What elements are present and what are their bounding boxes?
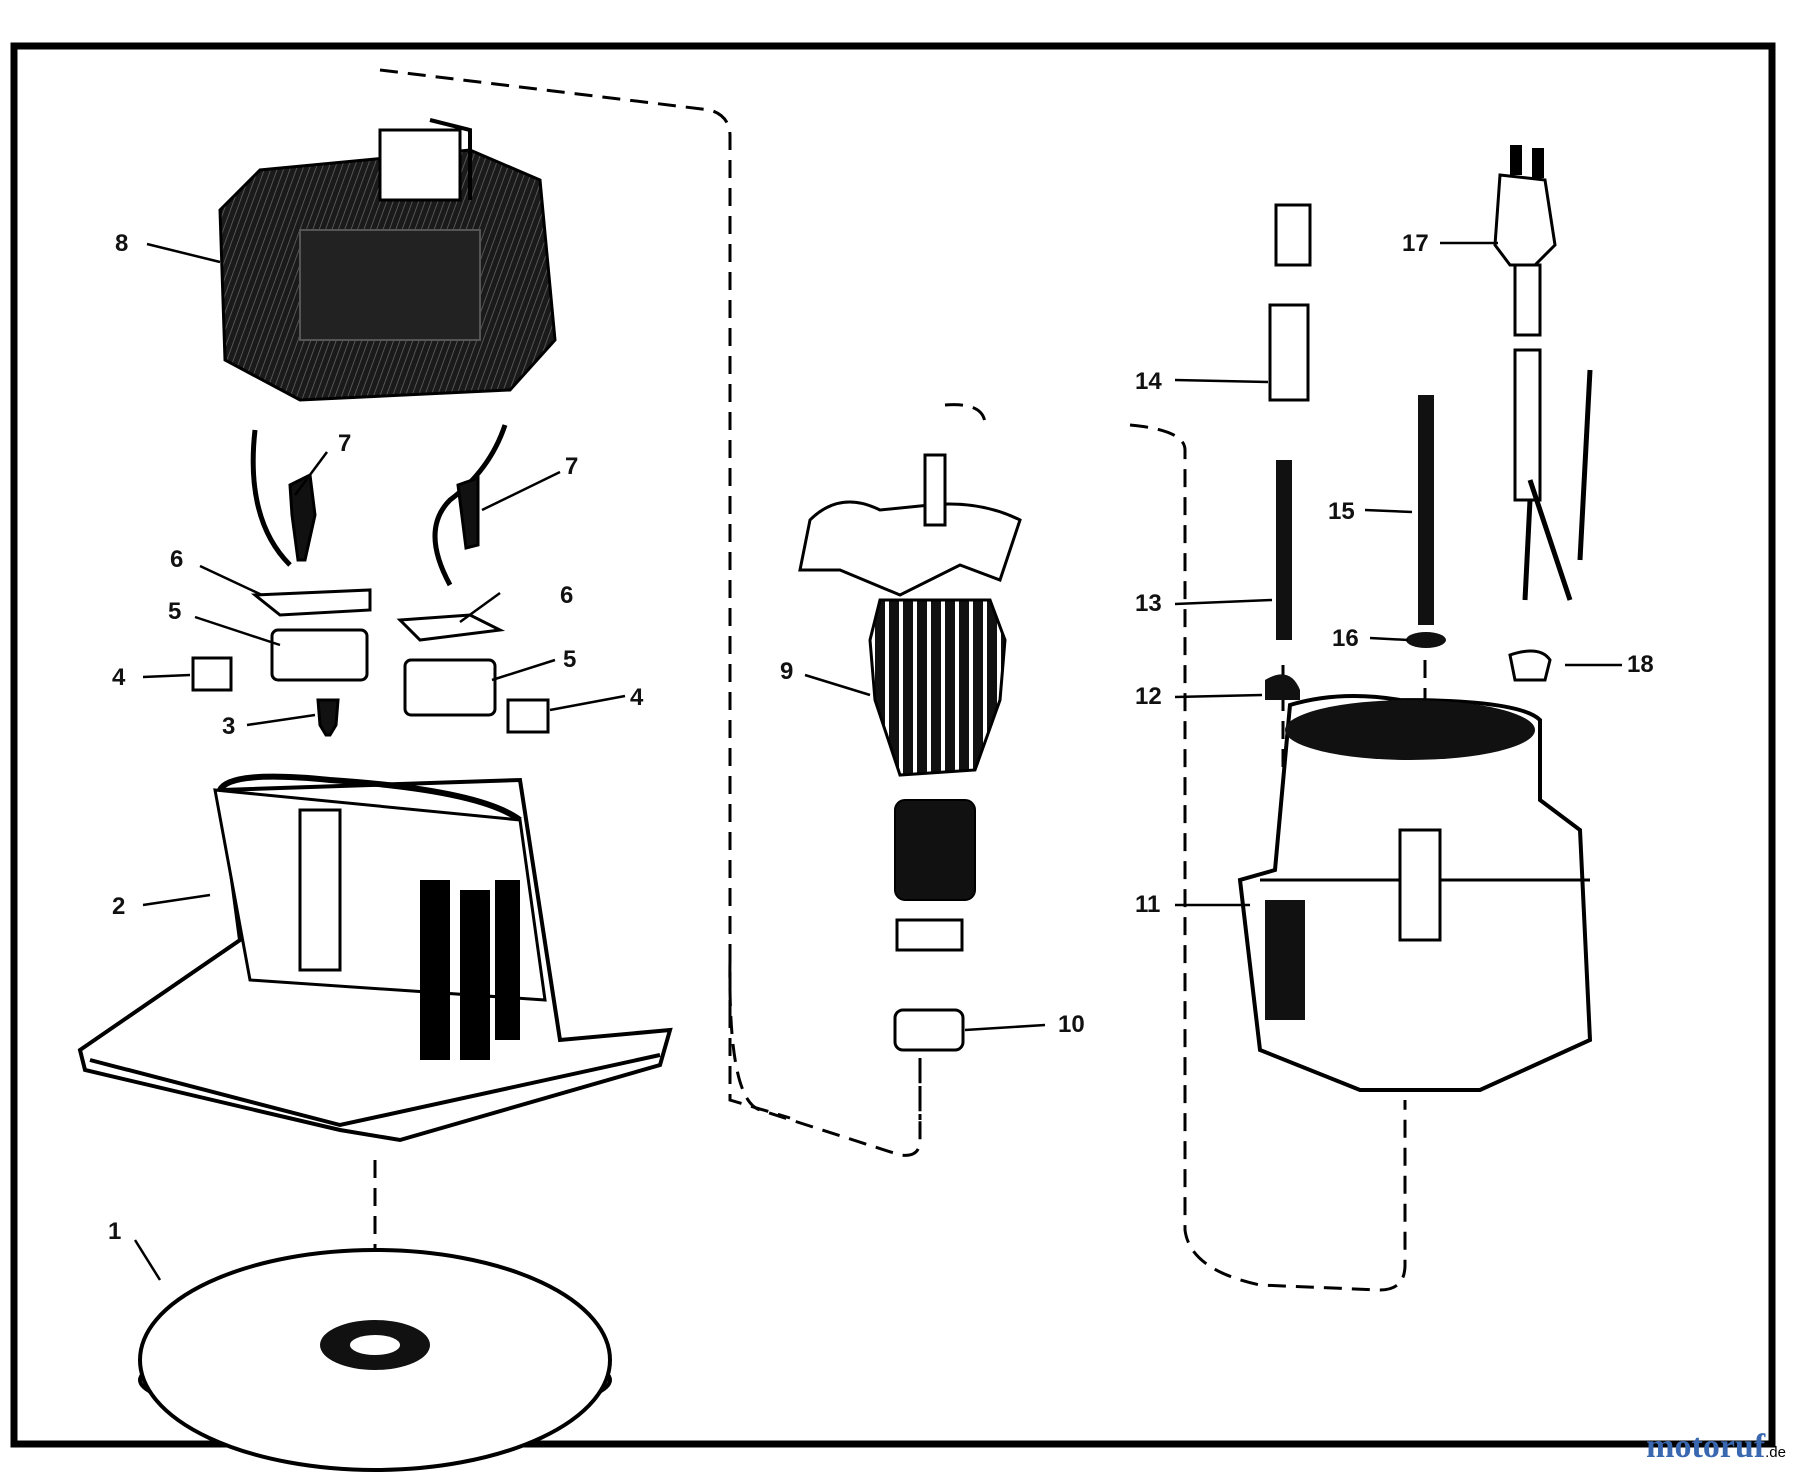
callout-7-right: 7: [565, 453, 579, 480]
callout-11: 11: [1135, 891, 1161, 918]
base-disc: [138, 1248, 612, 1472]
armature: [798, 453, 1022, 1052]
callout-15: 15: [1328, 498, 1355, 525]
watermark-text: motoruf: [1646, 1428, 1766, 1465]
callout-8: 8: [115, 230, 129, 257]
callout-14: 14: [1135, 368, 1162, 395]
callout-18: 18: [1627, 651, 1654, 678]
field-housing: [218, 118, 557, 402]
watermark-logo: motoruf.de: [1646, 1430, 1786, 1464]
callout-4-left: 4: [112, 664, 126, 691]
frame-border: [10, 42, 1776, 1448]
field-leads: [250, 424, 508, 587]
callout-6-left: 6: [170, 546, 184, 573]
callout-5-right: 5: [563, 646, 577, 673]
callout-5-left: 5: [168, 598, 182, 625]
callout-3: 3: [222, 713, 236, 740]
callout-13: 13: [1135, 590, 1162, 617]
brush-parts: [191, 472, 550, 737]
callout-4-right: 4: [630, 684, 644, 711]
callout-1: 1: [108, 1218, 122, 1245]
callout-16: 16: [1332, 625, 1359, 652]
callout-7-left: 7: [338, 430, 352, 457]
callout-6-right: 6: [560, 582, 574, 609]
leader-lines: [133, 241, 1622, 1281]
callout-17: 17: [1402, 230, 1429, 257]
cord-and-switch-parts: [1265, 145, 1593, 700]
top-housing: [1237, 694, 1593, 1092]
callout-2: 2: [112, 893, 126, 920]
motor-housing: [77, 773, 673, 1143]
callout-9: 9: [780, 658, 794, 685]
assembly-outlines: [373, 68, 1427, 1320]
callout-12: 12: [1135, 683, 1162, 710]
watermark-tld: .de: [1765, 1444, 1786, 1461]
callout-10: 10: [1058, 1011, 1085, 1038]
